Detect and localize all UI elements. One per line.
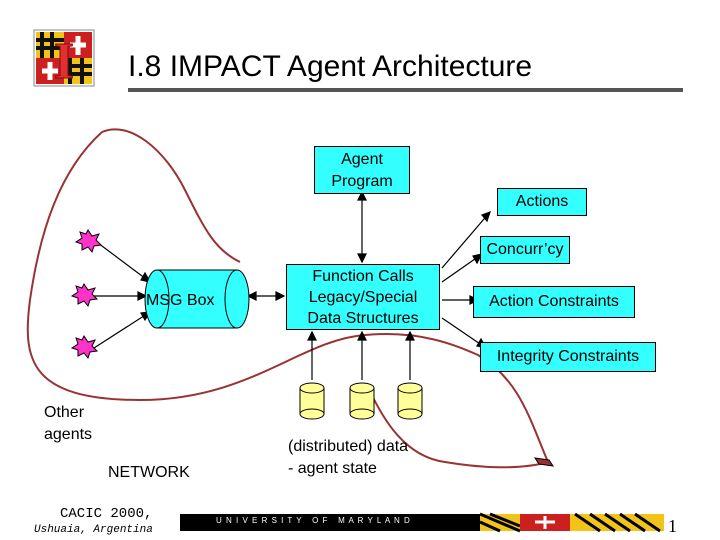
page-number: 1 [668, 516, 677, 536]
plug-icon [533, 457, 555, 467]
footer-location: Ushuaia, Argentina [34, 524, 153, 536]
concurrency-box: Concurr’cy [480, 236, 570, 264]
msg-box-cylinder [144, 269, 250, 329]
footer-conference: CACIC 2000, [60, 506, 153, 522]
agent-state-label: (distributed) data - agent state [288, 436, 408, 480]
msg-box-label: MSG Box [146, 292, 215, 309]
other-agent-stars [70, 229, 103, 360]
agent-program-box: Agent Program [314, 146, 410, 194]
network-loop-upper [101, 128, 241, 263]
function-calls-label: Function Calls [312, 268, 414, 285]
title-divider [128, 88, 683, 92]
agent-star-icon [70, 335, 99, 360]
logo-letter: I [54, 33, 74, 90]
agent-star-icon [74, 229, 103, 254]
agent-state-line1: (distributed) data [288, 438, 409, 455]
other-agents-line1: Other [44, 404, 85, 421]
data-store-2 [349, 382, 375, 420]
action-constraints-label: Action Constraints [489, 293, 619, 310]
footer-university: U N I V E R S I T Y O F M A R Y L A N D [216, 516, 411, 525]
legacy-data-line1: Legacy/Special [308, 289, 418, 306]
other-agents-line2: agents [44, 426, 93, 443]
footer-bar [180, 512, 664, 533]
actions-box: Actions [497, 188, 587, 216]
agent-program-line1: Agent [341, 151, 383, 168]
action-constraints-box: Action Constraints [473, 286, 635, 318]
agent-program-line2: Program [331, 173, 393, 190]
actions-label: Actions [515, 193, 569, 210]
network-loop [26, 131, 550, 469]
university-logo [33, 29, 95, 87]
data-store-1 [299, 382, 325, 420]
network-label: NETWORK [108, 464, 190, 481]
other-agents-label: Other agents [44, 402, 92, 446]
agent-star-icon [70, 283, 99, 308]
concurrency-label: Concurr’cy [486, 241, 564, 258]
integrity-constraints-box: Integrity Constraints [480, 342, 656, 372]
legacy-data-line2: Data Structures [307, 310, 419, 327]
agent-state-line2: - agent state [288, 460, 377, 477]
function-calls-box: Function Calls Legacy/Special Data Struc… [286, 264, 440, 330]
page-title: I.8 IMPACT Agent Architecture [128, 50, 533, 83]
integrity-constraints-label: Integrity Constraints [496, 348, 640, 365]
data-store-3 [397, 382, 423, 420]
